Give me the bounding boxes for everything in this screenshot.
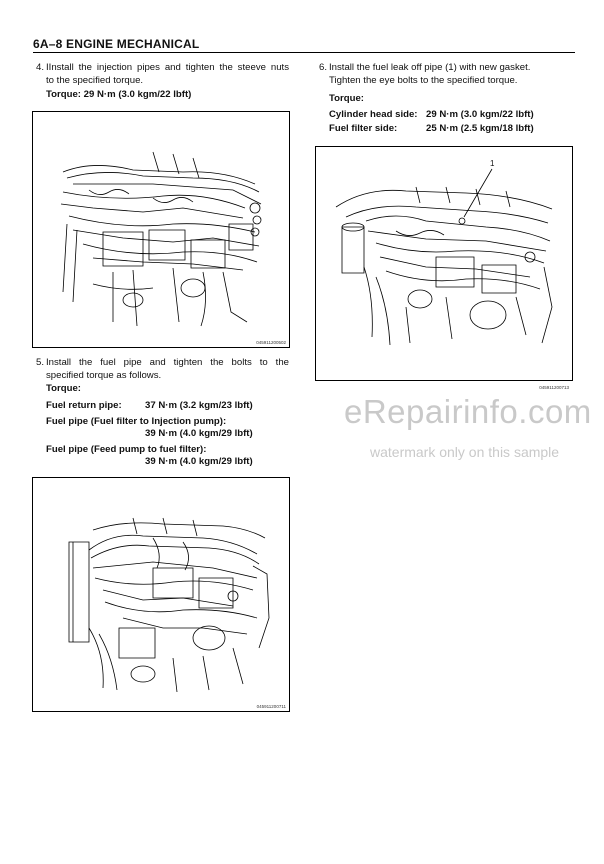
step-6-line-2: Tighten the eye bolts to the specified t… (329, 74, 518, 86)
fuel-return-pipe-label: Fuel return pipe: (46, 400, 122, 411)
figure-step-5-code: 045911200711 (256, 704, 286, 709)
step-5-torque-label: Torque: (46, 383, 81, 394)
fuel-filter-side-value: 25 N·m (2.5 kgm/18 lbft) (426, 123, 534, 134)
fuel-pipe-filter-injection-value: 39 N·m (4.0 kgm/29 lbft) (145, 428, 253, 439)
step-4: 4. IInstall the injection pipes and tigh… (36, 62, 290, 90)
step-4-line-1: IInstall the injection pipes and tighten… (46, 62, 289, 73)
step-4-number: 4. (36, 62, 45, 73)
page-header-title: 6A–8 ENGINE MECHANICAL (33, 37, 200, 51)
fuel-pipe-feed-filter-label: Fuel pipe (Feed pump to fuel filter): (46, 444, 207, 455)
step-6-number: 6. (319, 62, 328, 73)
figure-step-4: 045911200502 (32, 111, 290, 348)
step-6-line-1: Install the fuel leak off pipe (1) with … (329, 62, 531, 73)
fuel-filter-side-label: Fuel filter side: (329, 123, 398, 134)
callout-1: 1 (490, 159, 495, 168)
engine-drawing-fuel-pipe (33, 478, 289, 711)
fuel-pipe-filter-injection-label: Fuel pipe (Fuel filter to Injection pump… (46, 416, 227, 427)
figure-step-5: 045911200711 (32, 477, 290, 712)
step-5-line-2: specified torque as follows. (46, 369, 162, 381)
engine-drawing-leak-off-pipe (316, 147, 572, 380)
step-5: 5. Install the fuel pipe and tighten the… (36, 357, 290, 385)
step-6-text: Install the fuel leak off pipe (1) with … (329, 62, 559, 87)
step-4-torque: Torque: 29 N·m (3.0 kgm/22 lbft) (46, 89, 192, 100)
step-5-text: Install the fuel pipe and tighten the bo… (46, 357, 289, 382)
fuel-pipe-feed-filter-value: 39 N·m (4.0 kgm/29 lbft) (145, 456, 253, 467)
engine-drawing-injection-pipes (33, 112, 289, 347)
header-rule (33, 52, 575, 53)
step-6: 6. Install the fuel leak off pipe (1) wi… (319, 62, 559, 90)
cylinder-head-side-label: Cylinder head side: (329, 109, 418, 120)
figure-step-6: 1 045911200713 (315, 146, 573, 390)
step-5-line-1: Install the fuel pipe and tighten the bo… (46, 357, 289, 368)
step-6-torque-label: Torque: (329, 93, 364, 104)
cylinder-head-side-value: 29 N·m (3.0 kgm/22 lbft) (426, 109, 534, 120)
step-4-line-2: to the specified torque. (46, 74, 144, 86)
figure-step-6-code: 045911200713 (539, 385, 569, 390)
watermark-brand: eRepairinfo.com (344, 393, 592, 430)
figure-step-4-code: 045911200502 (256, 340, 286, 345)
step-4-text: IInstall the injection pipes and tighten… (46, 62, 289, 87)
watermark-note: watermark only on this sample (370, 444, 560, 460)
fuel-return-pipe-value: 37 N·m (3.2 kgm/23 lbft) (145, 400, 253, 411)
step-5-number: 5. (36, 357, 45, 368)
